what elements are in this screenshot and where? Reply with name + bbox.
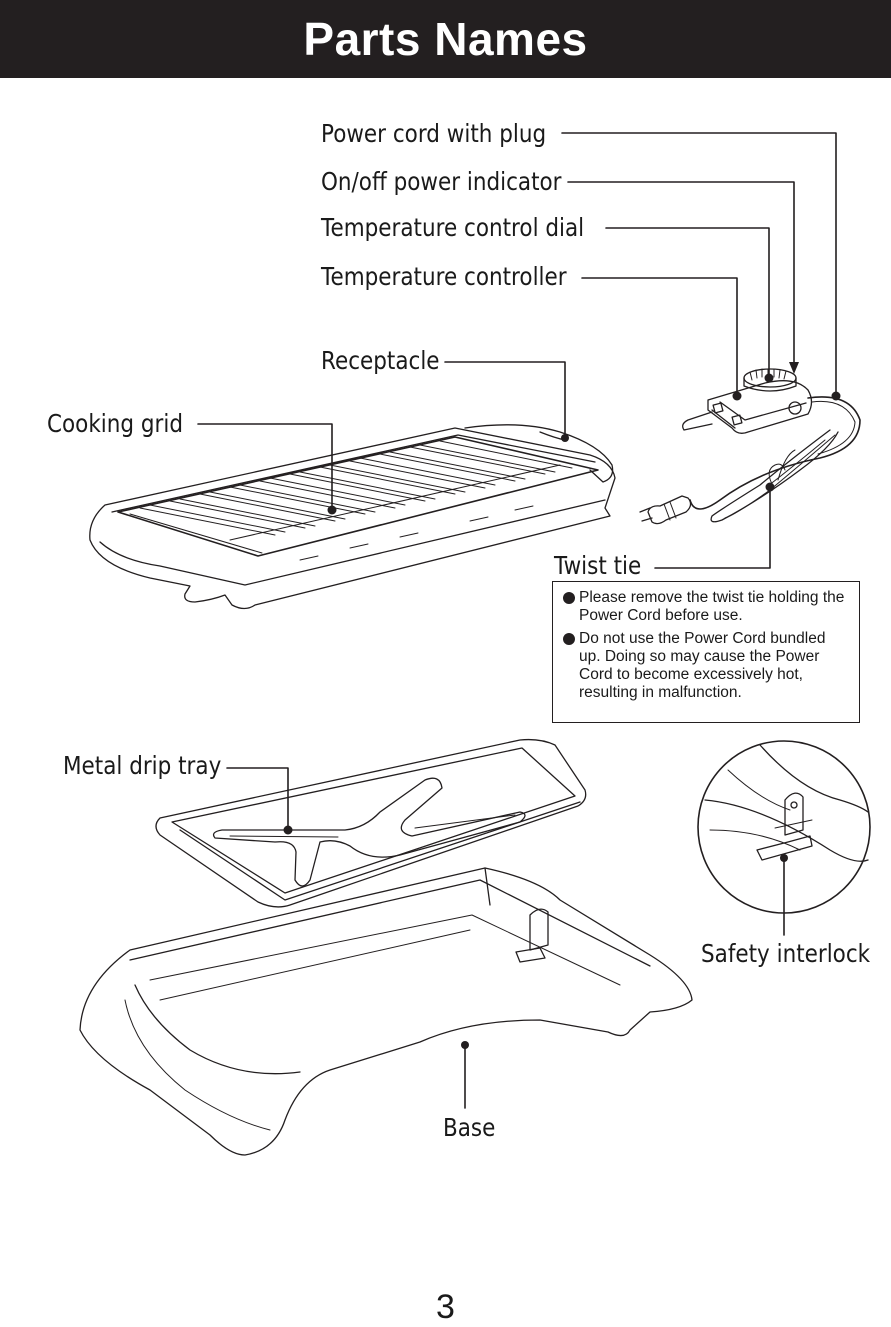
note-item: Please remove the twist tie holding the … [563,589,851,625]
label-power-cord-with-plug: Power cord with plug [321,119,547,148]
bullet-icon [563,592,575,604]
leader-lines [197,132,841,1109]
label-temperature-control-dial: Temperature control dial [321,213,585,242]
drip-tray-drawing [155,738,587,908]
note-text: Please remove the twist tie holding the … [579,589,845,624]
note-text: Do not use the Power Cord bundled up. Do… [579,630,826,701]
cooking-grid-drawing [89,424,616,610]
label-twist-tie: Twist tie [554,551,642,580]
page-number: 3 [436,1288,455,1326]
temperature-controller-drawing [639,368,861,525]
note-item: Do not use the Power Cord bundled up. Do… [563,630,851,702]
label-cooking-grid: Cooking grid [47,409,183,438]
twist-tie-note-box: Please remove the twist tie holding the … [552,581,860,723]
label-safety-interlock: Safety interlock [701,939,871,968]
page-title: Parts Names [303,13,588,65]
base-drawing [79,867,693,1156]
label-temperature-controller: Temperature controller [321,262,567,291]
label-receptacle: Receptacle [321,346,440,375]
label-base: Base [443,1113,496,1142]
bullet-icon [563,633,575,645]
page-header: Parts Names [0,0,891,78]
label-metal-drip-tray: Metal drip tray [63,751,222,780]
label-on-off-power-indicator: On/off power indicator [321,167,562,196]
